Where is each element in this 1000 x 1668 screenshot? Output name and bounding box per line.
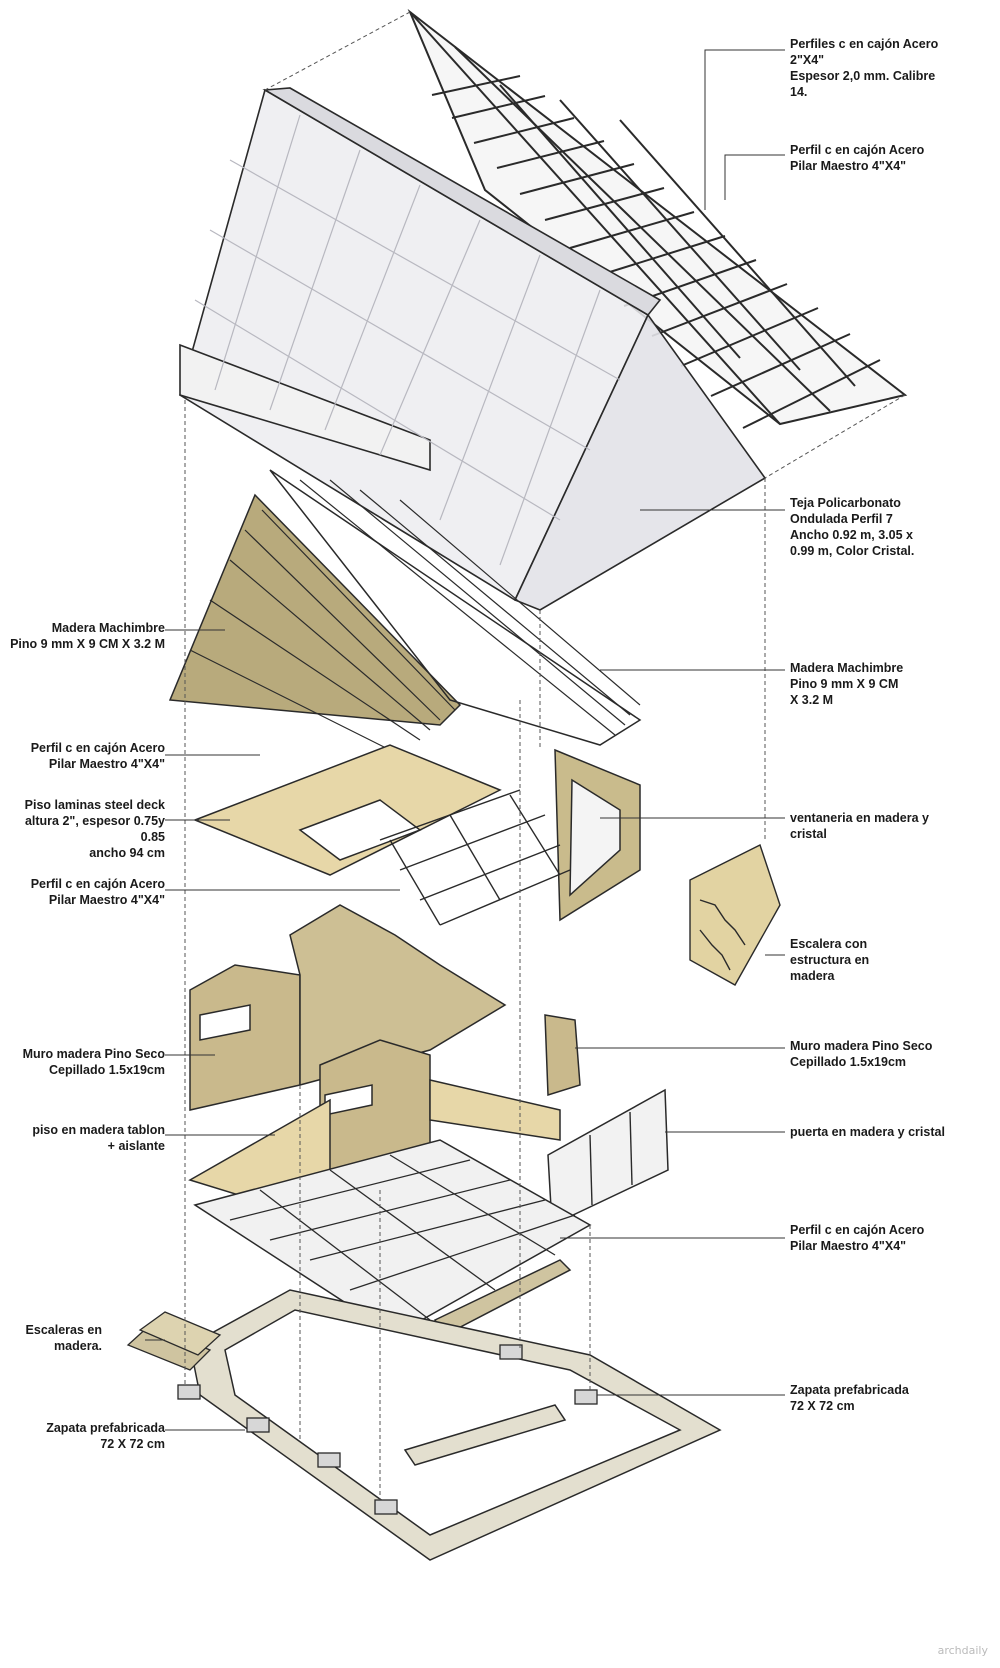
callout-perfil-pilar-left-2: Perfil c en cajón Acero Pilar Maestro 4"… bbox=[30, 877, 165, 907]
callout-perfiles-c-2x4: Perfiles c en cajón Acero 2"X4" Espesor … bbox=[790, 37, 939, 99]
concrete-foundation bbox=[189, 1289, 722, 1561]
callout-muro-right: Muro madera Pino Seco Cepillado 1.5x19cm bbox=[790, 1039, 933, 1069]
callout-muro-left: Muro madera Pino Seco Cepillado 1.5x19cm bbox=[22, 1047, 165, 1077]
callout-zapata-right: Zapata prefabricada 72 X 72 cm bbox=[790, 1383, 909, 1413]
callout-piso-tablon: piso en madera tablon + aislante bbox=[32, 1123, 165, 1153]
callout-madera-machimbre-right: Madera Machimbre Pino 9 mm X 9 CM X 3.2 … bbox=[790, 661, 904, 707]
plank-floor-and-door bbox=[188, 1079, 669, 1227]
exterior-wood-steps bbox=[126, 1311, 222, 1371]
wood-walls bbox=[189, 904, 581, 1191]
staircase bbox=[689, 844, 781, 986]
callout-madera-machimbre-left: Madera Machimbre Pino 9 mm X 9 CM X 3.2 … bbox=[10, 621, 165, 651]
wood-machimbre-panels bbox=[168, 469, 642, 922]
leader-lines bbox=[145, 49, 785, 1431]
callout-zapata-left: Zapata prefabricada 72 X 72 cm bbox=[46, 1421, 165, 1451]
callout-piso-steel-deck: Piso laminas steel deck altura 2", espes… bbox=[24, 798, 165, 860]
callout-perfil-pilar-roof: Perfil c en cajón Acero Pilar Maestro 4"… bbox=[790, 143, 925, 173]
callout-teja-policarbonato: Teja Policarbonato Ondulada Perfil 7 Anc… bbox=[790, 496, 915, 558]
watermark: archdaily bbox=[937, 1644, 988, 1657]
callout-perfil-pilar-right-3: Perfil c en cajón Acero Pilar Maestro 4"… bbox=[790, 1223, 925, 1253]
precast-footings bbox=[177, 1344, 598, 1515]
projection-lines bbox=[184, 11, 906, 1500]
steel-deck-floor bbox=[192, 744, 571, 926]
callout-escalera-estructura: Escalera con estructura en madera bbox=[790, 937, 870, 983]
callout-escaleras-madera: Escaleras en madera. bbox=[25, 1323, 102, 1353]
roof-steel-grid bbox=[407, 8, 908, 429]
callout-ventaneria: ventaneria en madera y cristal bbox=[790, 811, 929, 841]
polycarbonate-shell bbox=[179, 87, 767, 611]
callout-perfil-pilar-left-1: Perfil c en cajón Acero Pilar Maestro 4"… bbox=[30, 741, 165, 771]
callout-puerta: puerta en madera y cristal bbox=[790, 1125, 945, 1139]
